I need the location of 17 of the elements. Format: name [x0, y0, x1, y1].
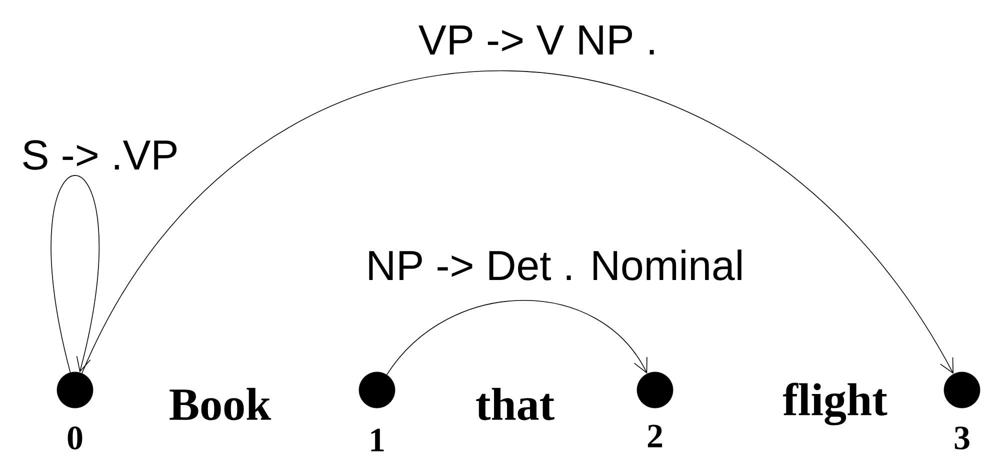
arrow — [386, 300, 648, 376]
position-number: 3 — [954, 426, 970, 450]
dot — [56, 372, 94, 408]
dot — [636, 372, 674, 408]
word: Book — [170, 388, 272, 420]
edge-label: S -> .VP — [23, 140, 177, 170]
edge-label: VP -> V NP . — [418, 26, 654, 54]
word: that — [476, 388, 554, 420]
dot — [944, 372, 980, 408]
position-number: 2 — [648, 424, 662, 448]
position-number: 0 — [68, 426, 82, 450]
position-number: 1 — [371, 428, 384, 452]
edge-label: NP -> Det . Nominal — [369, 250, 742, 280]
arrow — [82, 70, 954, 374]
word: flight — [782, 382, 888, 426]
arrow — [51, 175, 100, 373]
dot — [358, 372, 396, 408]
